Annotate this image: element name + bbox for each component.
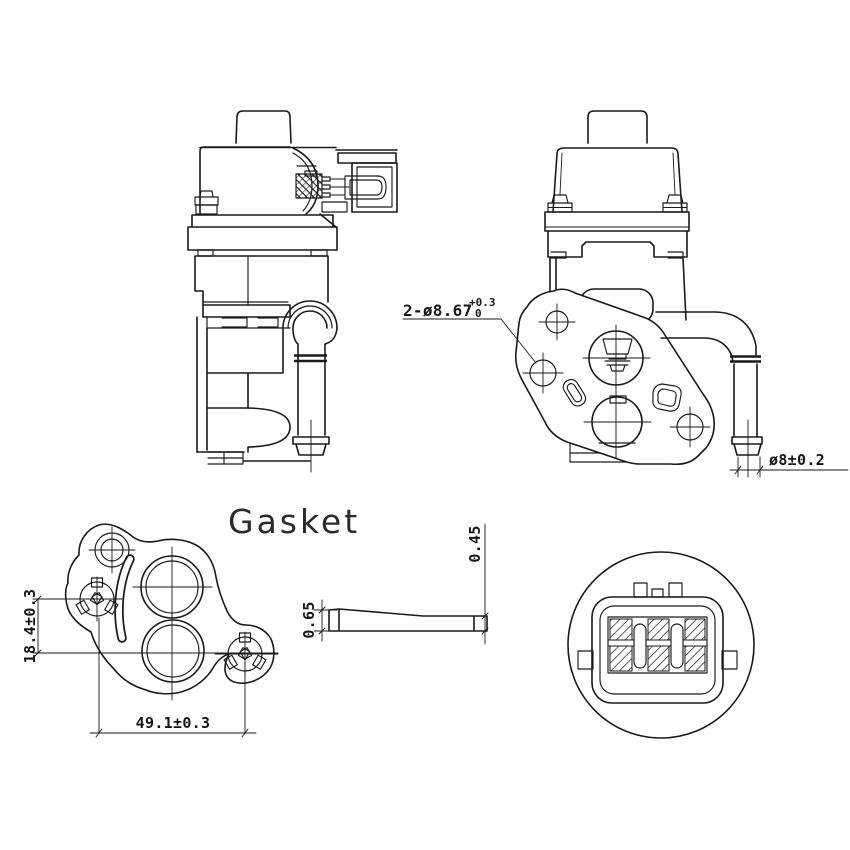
flange-holes-tol-lower: 0 (475, 307, 482, 320)
dim-gasket-horizontal: 49.1±0.3 (89, 617, 257, 738)
flange-holes-leader (402, 318, 537, 364)
connector-side (295, 149, 398, 228)
flange-holes-dim-text: 2-ø8.67 (403, 301, 473, 320)
body-boss-side (247, 407, 291, 453)
gasket-horizontal-dim-text: 49.1±0.3 (136, 714, 211, 732)
valve-side-view (187, 110, 398, 473)
valve-front-view (402, 110, 849, 478)
dim-thickness-left: 0.65 (300, 599, 338, 642)
hose-od-dim-text: ø8±0.2 (769, 451, 825, 469)
nipple-side (194, 190, 219, 215)
connector-shell-inner (599, 605, 716, 695)
gasket-section-profile (328, 608, 488, 632)
connector-side-tabs (577, 650, 738, 670)
terminal-pin-left (633, 623, 647, 669)
thickness-right-dim-text: 0.45 (466, 525, 484, 562)
terminal-hatch (296, 174, 322, 198)
housing-front (552, 147, 683, 213)
gasket-plan-view: Gasket (21, 502, 360, 738)
mount-flange-front (544, 211, 690, 232)
dim-flange-holes: 2-ø8.67 +0.3 0 (403, 296, 496, 320)
detail-circle (567, 551, 755, 739)
gasket-vertical-dim-text: 18.4±0.3 (21, 589, 39, 664)
flange-ports-front (582, 324, 652, 459)
nipple-left-front (547, 194, 573, 213)
flange-bolt-holes (522, 303, 711, 448)
gasket-ports (132, 546, 213, 701)
connector-lock-prongs (633, 582, 683, 598)
solenoid-cap-front (587, 110, 648, 144)
outlet-hose-fitting (655, 311, 849, 478)
gasket-flange-front (514, 288, 715, 466)
hose-od-dim-line (729, 465, 849, 475)
flange-slot-holes (562, 378, 682, 412)
gasket-keyed-hole-right (214, 631, 279, 677)
thickness-left-dim-text: 0.65 (300, 601, 318, 638)
flange-holes-tol-upper: +0.3 (469, 296, 496, 309)
dim-gasket-vertical: 18.4±0.3 (21, 589, 279, 664)
gasket-outline (64, 523, 275, 695)
mount-flange-side (187, 226, 338, 251)
solenoid-cap-outline (235, 110, 292, 144)
terminal-pin-right (670, 623, 684, 669)
gasket-section-view: 0.65 0.45 (300, 523, 489, 645)
gasket-bolt-hole (88, 526, 136, 574)
connector-detail-view (567, 551, 755, 739)
dim-thickness-right: 0.45 (466, 523, 489, 645)
outlet-pipe-side (282, 300, 338, 473)
nipple-right-front (662, 194, 688, 213)
gasket-title: Gasket (228, 502, 360, 541)
terminal-hatch-cells (607, 618, 708, 672)
terminal-cavity (607, 616, 708, 674)
